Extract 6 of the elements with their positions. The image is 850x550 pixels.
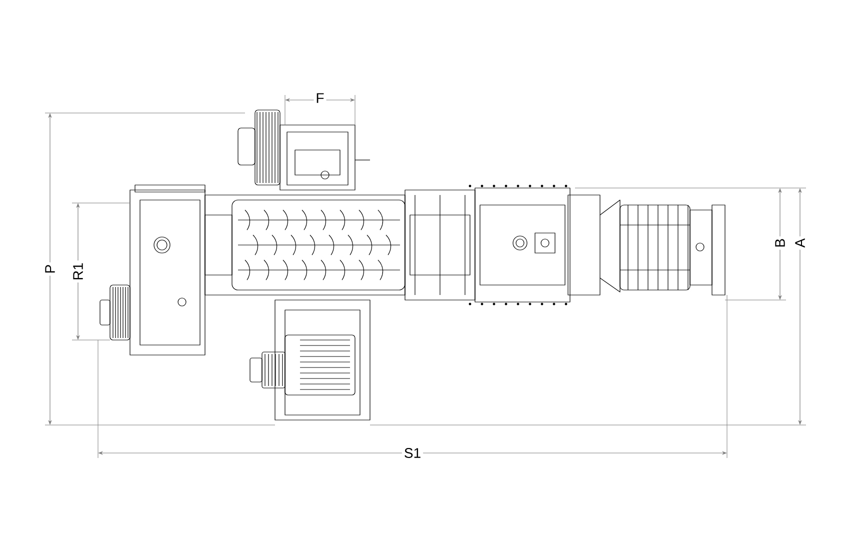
dimension-label: S1	[402, 446, 424, 460]
dimension-label: B	[773, 236, 787, 250]
dimension-label: P	[43, 262, 57, 276]
dimension-label: F	[314, 91, 326, 105]
dimension-label: R1	[71, 260, 85, 282]
dimension-label: A	[793, 236, 807, 250]
